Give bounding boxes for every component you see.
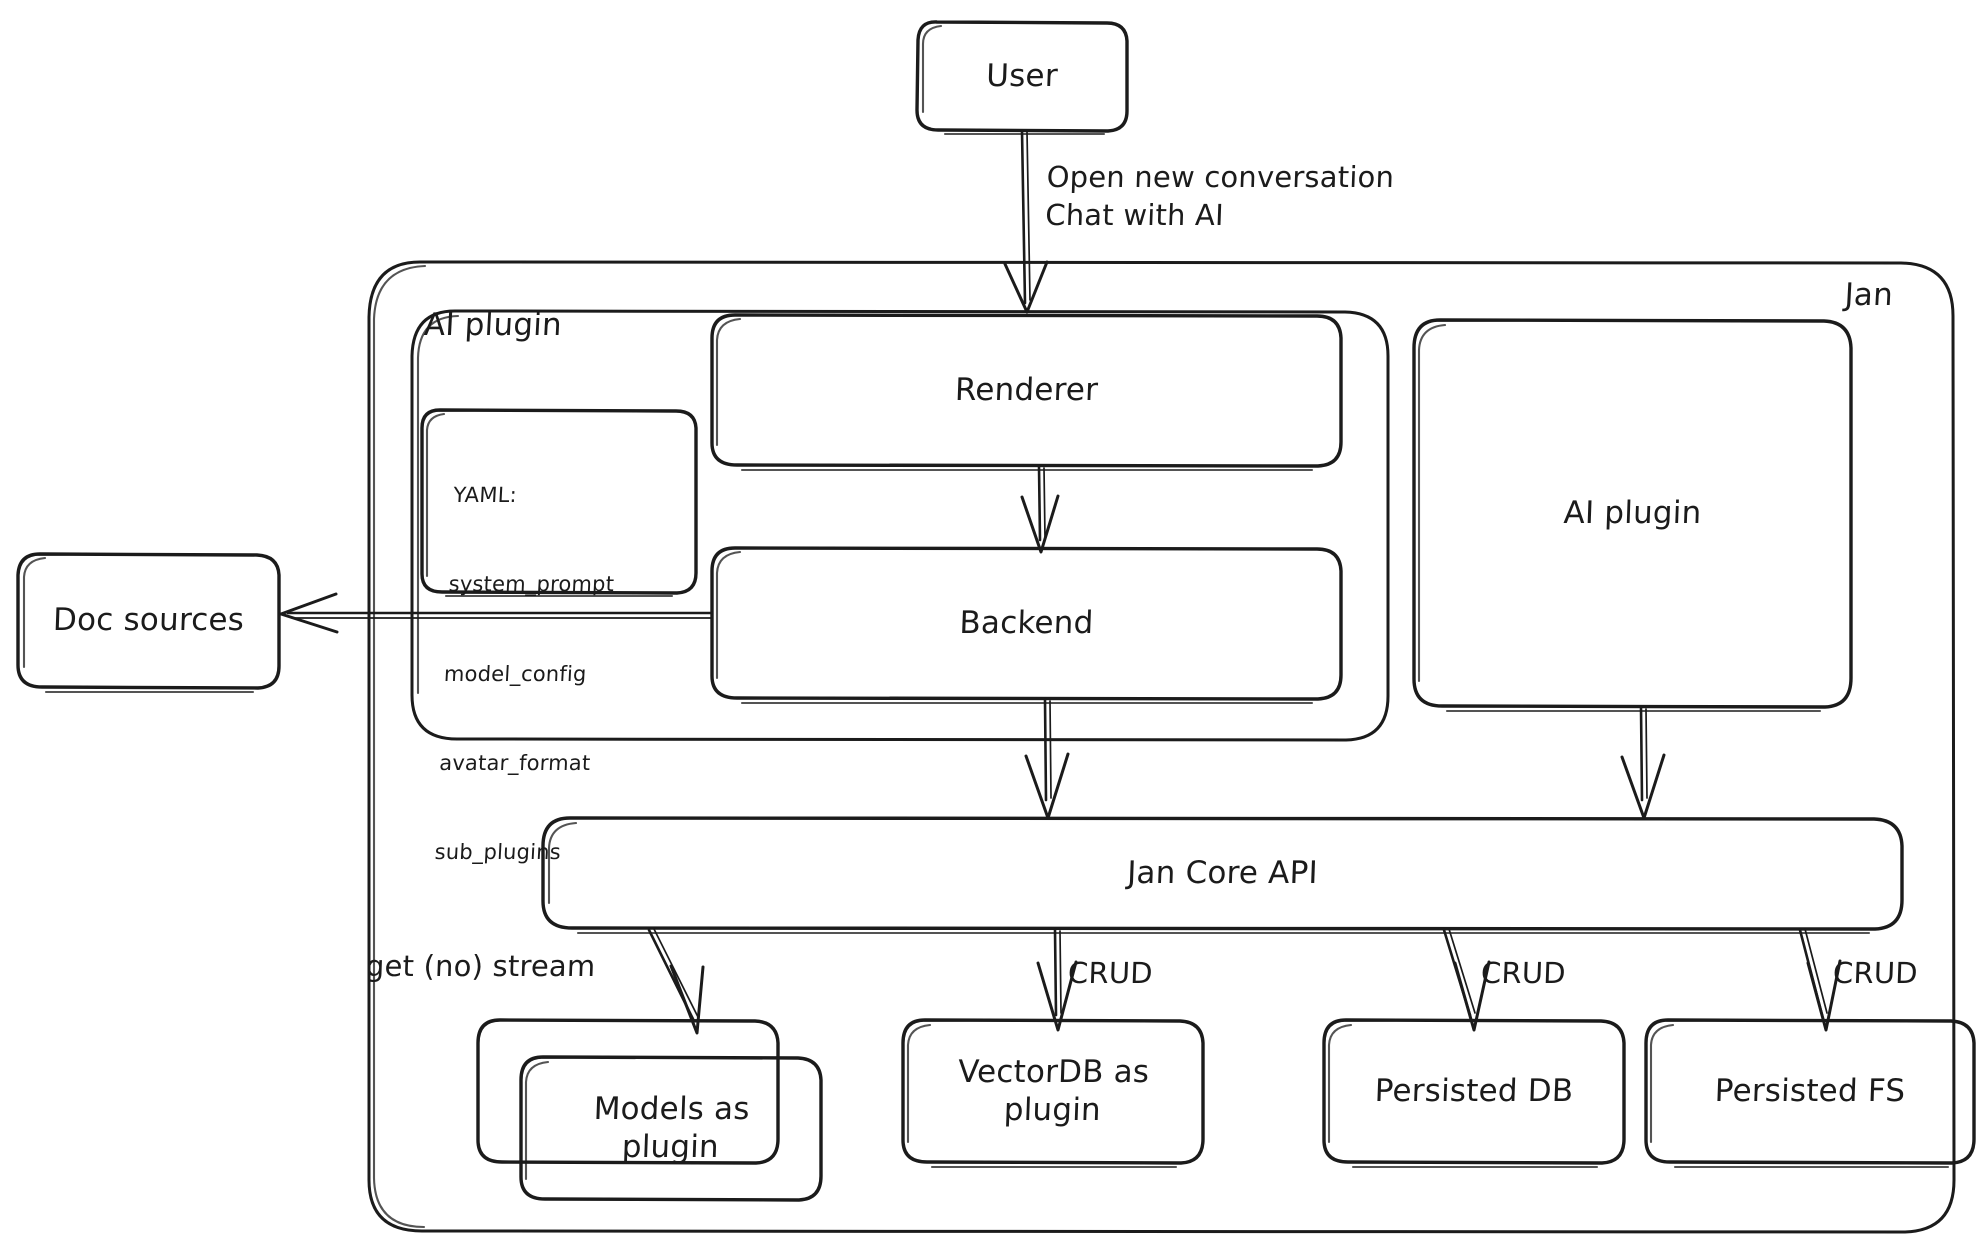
node-ai-plugin-label[interactable]: AI plugin — [1562, 494, 1703, 531]
edge-core-to-vectordb — [1036, 928, 1078, 1032]
node-doc-sources-shape — [16, 552, 281, 694]
edge-ai-plugin-to-core — [1620, 706, 1666, 820]
yaml-note-item-2: avatar_format — [438, 750, 592, 775]
node-ai-plugin-shape — [1412, 318, 1853, 713]
node-persisted-fs-shape — [1644, 1018, 1976, 1169]
node-persisted-db-shape — [1322, 1018, 1626, 1169]
yaml-note-item-0: system_prompt — [448, 572, 615, 597]
yaml-note-heading: YAML: — [452, 482, 518, 507]
edge-renderer-to-backend — [1020, 465, 1060, 554]
edge-backend-to-doc-sources — [279, 592, 714, 634]
yaml-note-item-1: model_config — [443, 661, 588, 686]
node-jan-core-api-label[interactable]: Jan Core API — [1126, 854, 1319, 891]
edge-core-to-persisted-fs — [1798, 928, 1842, 1032]
node-doc-sources-label[interactable]: Doc sources — [52, 602, 245, 639]
container-ai-plugin-group — [410, 309, 1390, 742]
edge-label-core-to-persisted-db: CRUD — [1480, 956, 1567, 990]
edge-backend-to-core — [1024, 698, 1070, 820]
edge-user-to-renderer — [1003, 129, 1049, 314]
yaml-note-shape — [420, 408, 698, 598]
container-label-jan: Jan — [1843, 277, 1894, 313]
yaml-note-text: YAML: system_prompt model_config avatar_… — [431, 421, 623, 928]
edge-label-user-to-renderer: Open new conversation Chat with AI — [1044, 160, 1395, 233]
edge-core-to-models — [647, 928, 705, 1035]
edge-label-core-to-models: get (no) stream — [365, 949, 597, 983]
node-user-label[interactable]: User — [985, 57, 1059, 94]
node-persisted-fs-label[interactable]: Persisted FS — [1714, 1072, 1906, 1109]
container-label-ai-plugin-group: AI plugin — [423, 307, 563, 343]
edge-core-to-persisted-db — [1442, 928, 1491, 1032]
node-jan-core-api-shape — [541, 816, 1904, 935]
node-models-plugin-label[interactable]: Models as plugin — [593, 1090, 751, 1165]
node-models-plugin-shape — [476, 1018, 823, 1202]
node-user-shape — [915, 20, 1129, 136]
edge-label-core-to-persisted-fs: CRUD — [1832, 956, 1919, 990]
node-persisted-db-label[interactable]: Persisted DB — [1374, 1072, 1574, 1109]
container-jan — [367, 260, 1956, 1234]
node-vectordb-plugin-label[interactable]: VectorDB as plugin — [957, 1053, 1150, 1128]
node-backend-label[interactable]: Backend — [958, 604, 1095, 641]
yaml-note-item-3: sub_plugins — [434, 840, 562, 865]
node-backend-shape — [710, 546, 1343, 705]
edge-label-core-to-vectordb: CRUD — [1067, 956, 1154, 990]
node-renderer-shape — [710, 313, 1343, 472]
node-vectordb-plugin-shape — [901, 1018, 1205, 1169]
node-renderer-label[interactable]: Renderer — [954, 371, 1099, 408]
